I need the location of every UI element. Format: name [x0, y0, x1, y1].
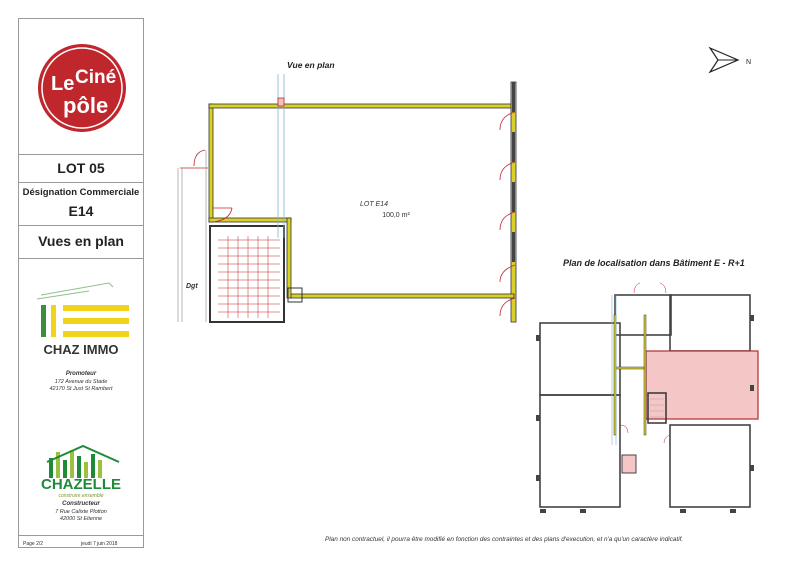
- divider: [19, 182, 143, 183]
- page-number: Page 2/2: [23, 541, 44, 547]
- promoteur-brand: CHAZ IMMO: [43, 342, 119, 357]
- promoteur-title: Promoteur: [65, 371, 97, 377]
- chaz-immo-logo: [36, 282, 129, 337]
- constructeur-tagline: construire ensemble: [58, 493, 104, 499]
- title-block: Le Ciné pôle LOT 05 Désignation Commerci…: [18, 18, 144, 548]
- cinepole-logo: Le Ciné pôle: [38, 44, 126, 132]
- north-arrow-icon: N: [708, 46, 751, 74]
- designation-label: Désignation Commerciale: [22, 187, 140, 198]
- constructeur-address-1: 7 Rue Calixte Plotton: [55, 509, 107, 515]
- location-floor-plan: [536, 282, 759, 513]
- footer-date: jeudi 7 juin 2018: [81, 541, 118, 547]
- lot-title: LOT 05: [57, 160, 105, 176]
- promoteur-address-1: 172 Avenue du Stade: [54, 379, 108, 385]
- lot-label: LOT E14: [360, 201, 388, 208]
- logo-text-cine: Ciné: [75, 67, 116, 88]
- constructeur-title: Constructeur: [62, 501, 100, 507]
- divider: [19, 225, 143, 226]
- lot-area: 100,0 m²: [382, 212, 410, 219]
- view-title: Vues en plan: [38, 233, 124, 249]
- logo-text-pole: pôle: [63, 93, 108, 118]
- disclaimer-text: Plan non contractuel, il pourra être mod…: [325, 536, 684, 543]
- divider: [19, 154, 143, 155]
- location-plan-title: Plan de localisation dans Bâtiment E - R…: [563, 258, 745, 268]
- chazelle-logo: [46, 444, 120, 478]
- vue-en-plan-label: Vue en plan: [287, 60, 335, 70]
- divider: [19, 258, 143, 259]
- logo-text-le: Le: [51, 73, 74, 95]
- constructeur-address-2: 42000 St Etienne: [59, 516, 103, 522]
- divider: [19, 535, 143, 536]
- promoteur-address-2: 42170 St Just St Rambert: [49, 386, 113, 392]
- dgt-label: Dgt: [186, 283, 198, 290]
- constructeur-brand: CHAZELLE: [41, 476, 121, 493]
- designation-value: E14: [68, 203, 94, 219]
- north-label: N: [746, 59, 751, 66]
- main-floor-plan: LOT E14 100,0 m² Dgt: [177, 74, 517, 323]
